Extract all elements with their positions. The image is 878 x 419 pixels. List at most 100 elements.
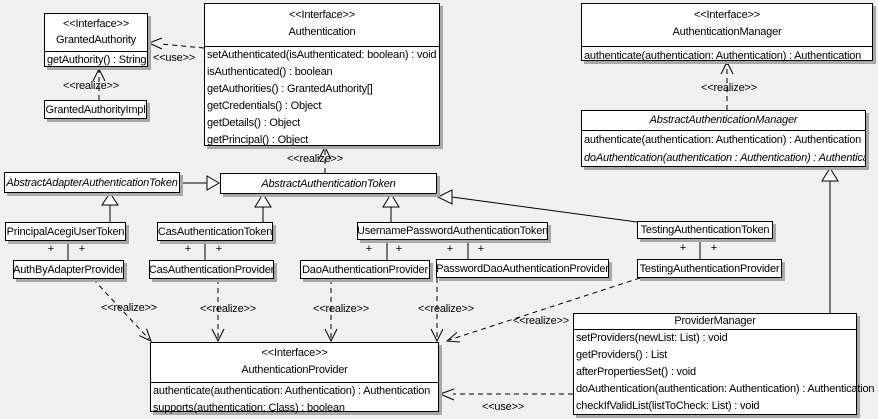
class-header: <<Interface>> AuthenticationProvider	[151, 343, 438, 382]
class-header: <<Interface>> Authentication	[205, 4, 439, 46]
methods-compartment: authenticate(authentication: Authenticat…	[151, 382, 438, 417]
method: doAuthentication(authentication: Authent…	[576, 383, 875, 395]
realize-label: <<realize>>	[418, 303, 474, 315]
realize-arrow	[720, 60, 734, 75]
class-name: AuthenticationProvider	[241, 364, 348, 376]
class-username-password-authentication-token[interactable]: UsernamePasswordAuthenticationToken	[357, 222, 548, 240]
method: getAuthority() : String	[47, 54, 147, 66]
class-testing-authentication-token[interactable]: TestingAuthenticationToken	[637, 221, 773, 239]
class-granted-authority-impl[interactable]: GrantedAuthorityImpl	[44, 100, 147, 119]
method: doAuthentication(authentication : Authen…	[584, 152, 865, 164]
class-name: PrincipalAcegiUserToken	[6, 225, 125, 238]
realize-line	[448, 277, 641, 341]
class-name: UsernamePasswordAuthenticationToken	[356, 225, 549, 237]
realize-label: <<realize>>	[513, 315, 569, 327]
class-dao-authentication-provider[interactable]: DaoAuthenticationProvider	[300, 260, 430, 279]
method: supports(authentication: Class) : boolea…	[153, 402, 345, 414]
class-name: GrantedAuthority	[56, 34, 136, 46]
generalization-arrow	[101, 192, 119, 206]
class-abstract-authentication-manager[interactable]: AbstractAuthenticationManager authentica…	[581, 110, 866, 167]
dashed-edges[interactable]	[92, 43, 728, 395]
class-name: AbstractAuthenticationManager	[649, 114, 798, 126]
method: getProviders() : List	[576, 349, 668, 361]
class-name: TestingAuthenticationToken	[640, 224, 770, 236]
class-auth-by-adapter-provider[interactable]: AuthByAdapterProvider	[13, 260, 124, 279]
use-arrow	[147, 37, 163, 50]
methods-compartment: setProviders(newList: List) : void getPr…	[574, 329, 875, 415]
class-provider-manager[interactable]: ProviderManager setProviders(newList: Li…	[573, 313, 875, 415]
realize-label: <<realize>>	[63, 80, 119, 92]
multiplicity-plus: +	[446, 243, 454, 255]
class-name: CasAuthenticationProvider	[148, 263, 275, 276]
class-testing-authentication-provider[interactable]: TestingAuthenticationProvider	[637, 259, 782, 278]
realize-label: <<realize>>	[701, 82, 757, 94]
use-label: <<use>>	[481, 401, 525, 413]
stereotype-label: <<Interface>>	[63, 18, 129, 30]
realize-label: <<realize>>	[313, 303, 369, 315]
multiplicity-plus: +	[477, 243, 485, 255]
class-abstract-authentication-token[interactable]: AbstractAuthenticationToken	[220, 173, 437, 194]
realize-label: <<realize>>	[200, 303, 256, 315]
use-label: <<use>>	[152, 52, 196, 64]
class-principal-acegi-user-token[interactable]: PrincipalAcegiUserToken	[5, 222, 126, 241]
method: authenticate(authentication: Authenticat…	[584, 50, 862, 62]
class-cas-authentication-provider[interactable]: CasAuthenticationProvider	[149, 260, 274, 279]
class-abstract-adapter-authentication-token[interactable]: AbstractAdapterAuthenticationToken	[4, 172, 180, 193]
class-header: <<Interface>> GrantedAuthority	[45, 14, 147, 51]
class-name: AuthByAdapterProvider	[13, 263, 124, 276]
stereotype-label: <<Interface>>	[261, 347, 328, 359]
multiplicity-plus: +	[78, 243, 86, 255]
realize-arrow	[138, 328, 152, 342]
class-granted-authority[interactable]: <<Interface>> GrantedAuthority getAuthor…	[44, 13, 148, 67]
stereotype-label: <<Interface>>	[694, 9, 760, 21]
class-header: <<Interface>> AuthenticationManager	[582, 4, 872, 46]
realize-label: <<realize>>	[287, 153, 343, 165]
use-arrow	[438, 388, 455, 401]
realize-arrow	[92, 67, 106, 82]
multiplicity-plus: +	[215, 243, 223, 255]
class-header: AbstractAuthenticationManager	[582, 111, 865, 130]
methods-compartment: authenticate(authentication: Authenticat…	[582, 130, 865, 167]
method: checkIfValidList(listToCheck: List) : vo…	[576, 400, 760, 412]
multiplicity-plus: +	[395, 243, 403, 255]
realize-arrow	[211, 328, 225, 343]
class-name: ProviderManager	[674, 315, 756, 327]
generalization-arrow	[206, 175, 220, 191]
method: getCredentials() : Object	[207, 100, 322, 112]
open-arrowheads	[92, 37, 734, 401]
class-name: AbstractAuthenticationToken	[261, 177, 396, 190]
multiplicity-plus: +	[184, 243, 192, 255]
multiplicity-plus: +	[365, 243, 373, 255]
multiplicity-plus: +	[47, 243, 55, 255]
class-password-dao-authentication-provider[interactable]: PasswordDaoAuthenticationProvider	[436, 259, 609, 278]
method: authenticate(authentication: Authenticat…	[584, 134, 862, 146]
generalization-arrow	[382, 193, 400, 208]
class-name: PasswordDaoAuthenticationProvider	[436, 262, 609, 275]
generalization-edges[interactable]	[101, 167, 839, 313]
association-edges[interactable]	[67, 239, 701, 260]
class-name: AuthenticationManager	[672, 26, 782, 38]
multiplicity-plus: +	[710, 242, 718, 254]
use-line	[160, 43, 205, 49]
methods-compartment: authenticate(authentication: Authenticat…	[582, 46, 872, 65]
class-name: Authentication	[288, 26, 356, 38]
method: afterPropertiesSet() : void	[576, 366, 696, 378]
class-authentication-provider[interactable]: <<Interface>> AuthenticationProvider aut…	[150, 342, 439, 414]
method: setProviders(newList: List) : void	[576, 332, 728, 344]
realize-arrow	[318, 145, 332, 160]
stereotype-label: <<Interface>>	[289, 9, 355, 21]
realize-line	[92, 278, 150, 340]
class-name: AbstractAdapterAuthenticationToken	[6, 176, 178, 189]
class-authentication[interactable]: <<Interface>> Authentication setAuthenti…	[204, 3, 440, 146]
methods-compartment: getAuthority() : String	[45, 51, 147, 69]
class-authentication-manager[interactable]: <<Interface>> AuthenticationManager auth…	[581, 3, 873, 62]
realize-arrow	[445, 332, 461, 343]
class-cas-authentication-token[interactable]: CasAuthenticationToken	[157, 222, 273, 241]
class-header: ProviderManager	[574, 314, 856, 329]
multiplicity-plus: +	[679, 242, 687, 254]
class-name: DaoAuthenticationProvider	[302, 263, 428, 276]
generalization-line	[451, 196, 638, 223]
realize-label: <<realize>>	[101, 302, 157, 314]
